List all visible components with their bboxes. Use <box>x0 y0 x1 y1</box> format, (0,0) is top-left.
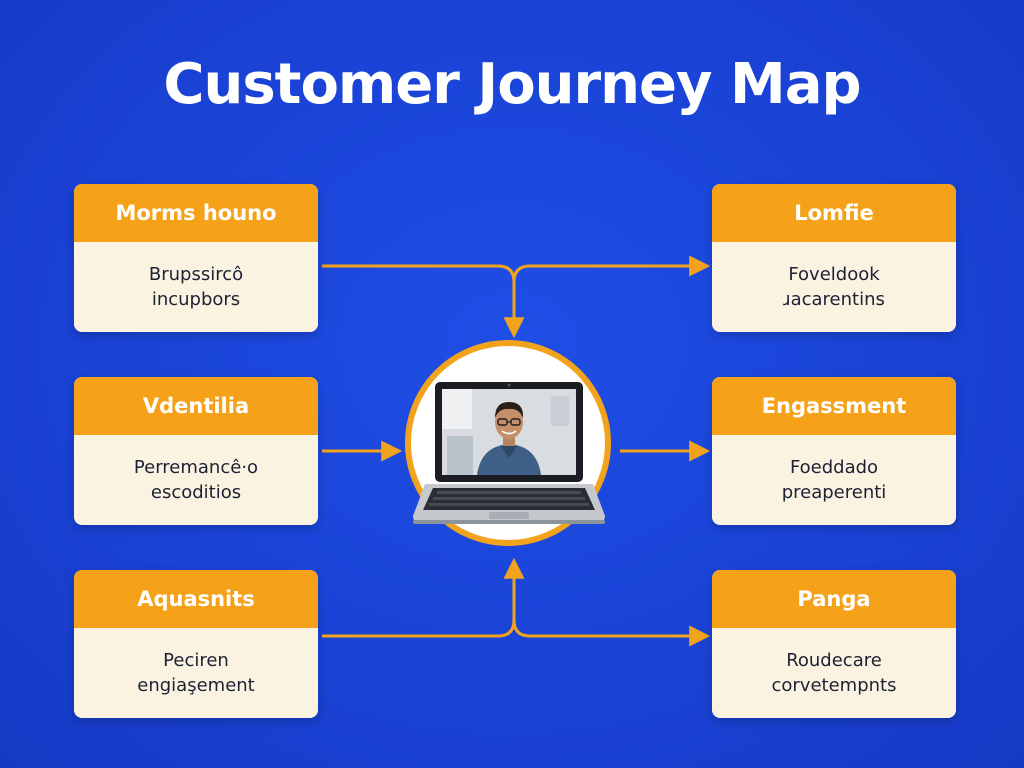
stage-text-line: ɹacarentins <box>783 289 885 310</box>
stage-heading: Aquasnits <box>74 570 318 628</box>
stage-text-line: preaperenti <box>781 482 887 503</box>
stage-heading: Panga <box>712 570 956 628</box>
stage-card-5: Engassment Foeddado preaperenti <box>712 377 956 525</box>
stage-heading: Vdentilia <box>74 377 318 435</box>
stage-text-line: incupbors <box>151 289 241 310</box>
stage-text-line: Foveldook <box>788 264 880 285</box>
stage-heading: Engassment <box>712 377 956 435</box>
connector-bottom-right <box>512 619 711 647</box>
connector-top-right <box>512 255 711 283</box>
stage-text-line: Brupssircô <box>148 264 244 285</box>
stage-text-line: Perremancê·o <box>133 457 259 478</box>
stage-text-line: Roudecare <box>786 650 882 671</box>
page-title: Customer Journey Map <box>163 52 861 117</box>
connector-top-left <box>322 264 525 339</box>
connector-bottom-left <box>322 557 525 638</box>
stage-text-line: Foeddado <box>789 457 879 478</box>
stage-text-line: Peciren <box>163 650 229 671</box>
stage-card-1: Morms houno Brupssircô incupbors <box>74 184 318 332</box>
stage-card-2: Vdentilia Perremancê·o escoditios <box>74 377 318 525</box>
stage-card-6: Panga Roudecare corvetempnts <box>712 570 956 718</box>
stage-text-line: corvetempnts <box>771 675 897 696</box>
stage-text-line: escoditios <box>150 482 242 503</box>
laptop-video-call-icon <box>413 382 605 524</box>
stage-heading: Morms houno <box>74 184 318 242</box>
stage-card-4: Lomfie Foveldook ɹacarentins <box>712 184 956 332</box>
stage-text-line: engiaşement <box>137 675 255 696</box>
stage-card-3: Aquasnits Peciren engiaşement <box>74 570 318 718</box>
center-hub <box>405 340 611 546</box>
stage-heading: Lomfie <box>712 184 956 242</box>
person-avatar <box>477 402 541 475</box>
